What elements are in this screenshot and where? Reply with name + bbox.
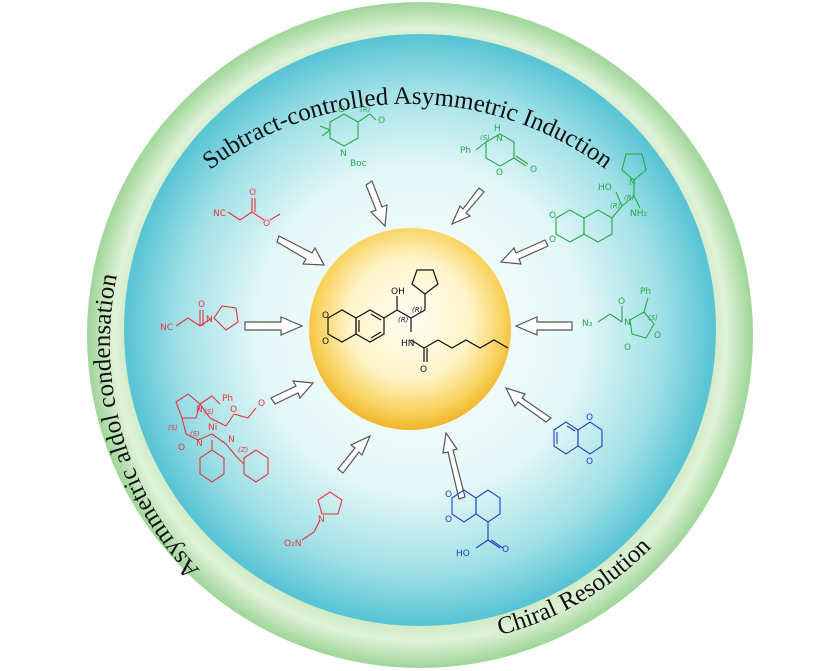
svg-text:NH₂: NH₂ [630, 209, 648, 219]
red-molecule-cyanoacetate [227, 198, 281, 221]
arrow-left [244, 316, 304, 336]
green-molecule-morpholinone [475, 133, 529, 167]
blue-molecule-acid-labels: O O O HO [445, 490, 509, 559]
blue-molecule-acid [451, 489, 504, 549]
arrow-right-lower [504, 387, 553, 423]
green-molecule-morpholinone-labels: Ph H N O O (S) [460, 124, 537, 178]
green-molecule-garner-labels: O O N Boc (R) [338, 105, 385, 169]
svg-text:N: N [496, 134, 503, 144]
svg-text:Boc: Boc [350, 159, 367, 169]
svg-text:(S): (S) [168, 424, 178, 432]
svg-text:N: N [206, 315, 213, 325]
arrow-bottom [337, 434, 372, 474]
svg-text:O: O [249, 188, 256, 198]
svg-text:O: O [496, 168, 503, 178]
svg-text:(Z): (Z) [238, 446, 249, 454]
arrow-top-right [450, 187, 485, 226]
svg-text:O: O [624, 343, 631, 353]
svg-text:O: O [338, 105, 345, 115]
svg-text:H: H [494, 124, 501, 134]
svg-text:N₃: N₃ [582, 319, 593, 329]
svg-text:O: O [654, 331, 661, 341]
svg-text:O: O [586, 413, 593, 423]
green-molecule-garner [319, 113, 377, 147]
red-molecule-cyanoacetamide-labels: NC O N [160, 300, 213, 333]
center-molecule [327, 269, 509, 362]
svg-text:O: O [263, 219, 270, 229]
center-molecule-labels: OH HN O O O (R) (R) [322, 287, 427, 375]
svg-text:HO: HO [598, 183, 612, 193]
svg-text:O: O [322, 337, 329, 347]
svg-text:N: N [340, 149, 347, 159]
red-molecule-cyanoacetate-labels: NC O O [213, 188, 270, 229]
svg-text:(R): (R) [610, 202, 621, 210]
red-molecule-cyanoacetamide [175, 305, 239, 331]
svg-text:Ni: Ni [208, 423, 217, 433]
core-sphere [309, 228, 511, 430]
svg-text:O: O [530, 165, 537, 175]
svg-text:(R): (R) [398, 316, 409, 324]
arrow-right [514, 316, 573, 336]
green-molecule-oxazolidinone [597, 297, 655, 339]
svg-text:OH: OH [391, 287, 405, 297]
svg-text:O: O [258, 399, 265, 409]
svg-text:NC: NC [213, 209, 226, 219]
arrow-bottom-right [442, 431, 466, 500]
svg-text:(R): (R) [412, 306, 423, 314]
arrow-top [365, 180, 388, 228]
svg-text:HO: HO [456, 549, 470, 559]
red-molecule-ni-complex-labels: Ph N Ni O O N N O (S) (S) (S) (Z) [168, 394, 265, 454]
svg-text:O: O [618, 297, 625, 307]
svg-text:N: N [629, 178, 636, 188]
svg-text:O: O [230, 405, 237, 415]
svg-text:(R): (R) [360, 106, 371, 114]
svg-text:N: N [196, 439, 203, 449]
svg-text:(R): (R) [624, 194, 635, 202]
svg-text:O₂N: O₂N [284, 539, 301, 549]
svg-text:(S): (S) [480, 134, 490, 142]
svg-text:O: O [445, 490, 452, 500]
svg-text:N: N [196, 405, 203, 415]
svg-text:Ph: Ph [640, 287, 651, 297]
green-molecule-oxazolidinone-labels: N₃ O N O O Ph (S) [582, 287, 661, 353]
svg-text:O: O [198, 300, 205, 310]
arrow-left-lower [270, 380, 315, 405]
red-molecule-nitroethylpyrrolidine [301, 491, 343, 541]
arrows [244, 180, 573, 500]
svg-text:NC: NC [160, 323, 173, 333]
svg-text:(S): (S) [190, 430, 200, 438]
svg-text:O: O [549, 211, 556, 221]
red-molecule-nitroethylpyrrolidine-labels: O₂N N [284, 515, 325, 549]
svg-text:O: O [445, 515, 452, 525]
green-molecule-aminoalcohol [555, 153, 647, 243]
blue-molecule-benzodioxane-labels: O O [586, 413, 593, 467]
svg-text:(S): (S) [204, 408, 214, 416]
svg-text:(S): (S) [648, 314, 658, 322]
svg-text:O: O [322, 311, 329, 321]
svg-text:O: O [586, 457, 593, 467]
svg-text:Ph: Ph [460, 146, 471, 156]
green-molecule-aminoalcohol-labels: HO N NH₂ O O (R) (R) [549, 178, 648, 245]
svg-text:HN: HN [401, 339, 415, 349]
red-molecule-ni-complex [175, 393, 269, 483]
arrow-left-upper [276, 235, 326, 266]
blue-molecule-benzodioxane [553, 421, 603, 455]
svg-text:O: O [378, 116, 385, 126]
svg-text:N: N [318, 515, 325, 525]
svg-text:N: N [228, 435, 235, 445]
svg-text:N: N [624, 318, 631, 328]
svg-text:O: O [420, 365, 427, 375]
svg-text:O: O [178, 443, 185, 453]
arrow-right-upper [499, 239, 549, 265]
svg-text:Ph: Ph [222, 394, 233, 404]
svg-text:O: O [502, 545, 509, 555]
svg-text:O: O [549, 235, 556, 245]
